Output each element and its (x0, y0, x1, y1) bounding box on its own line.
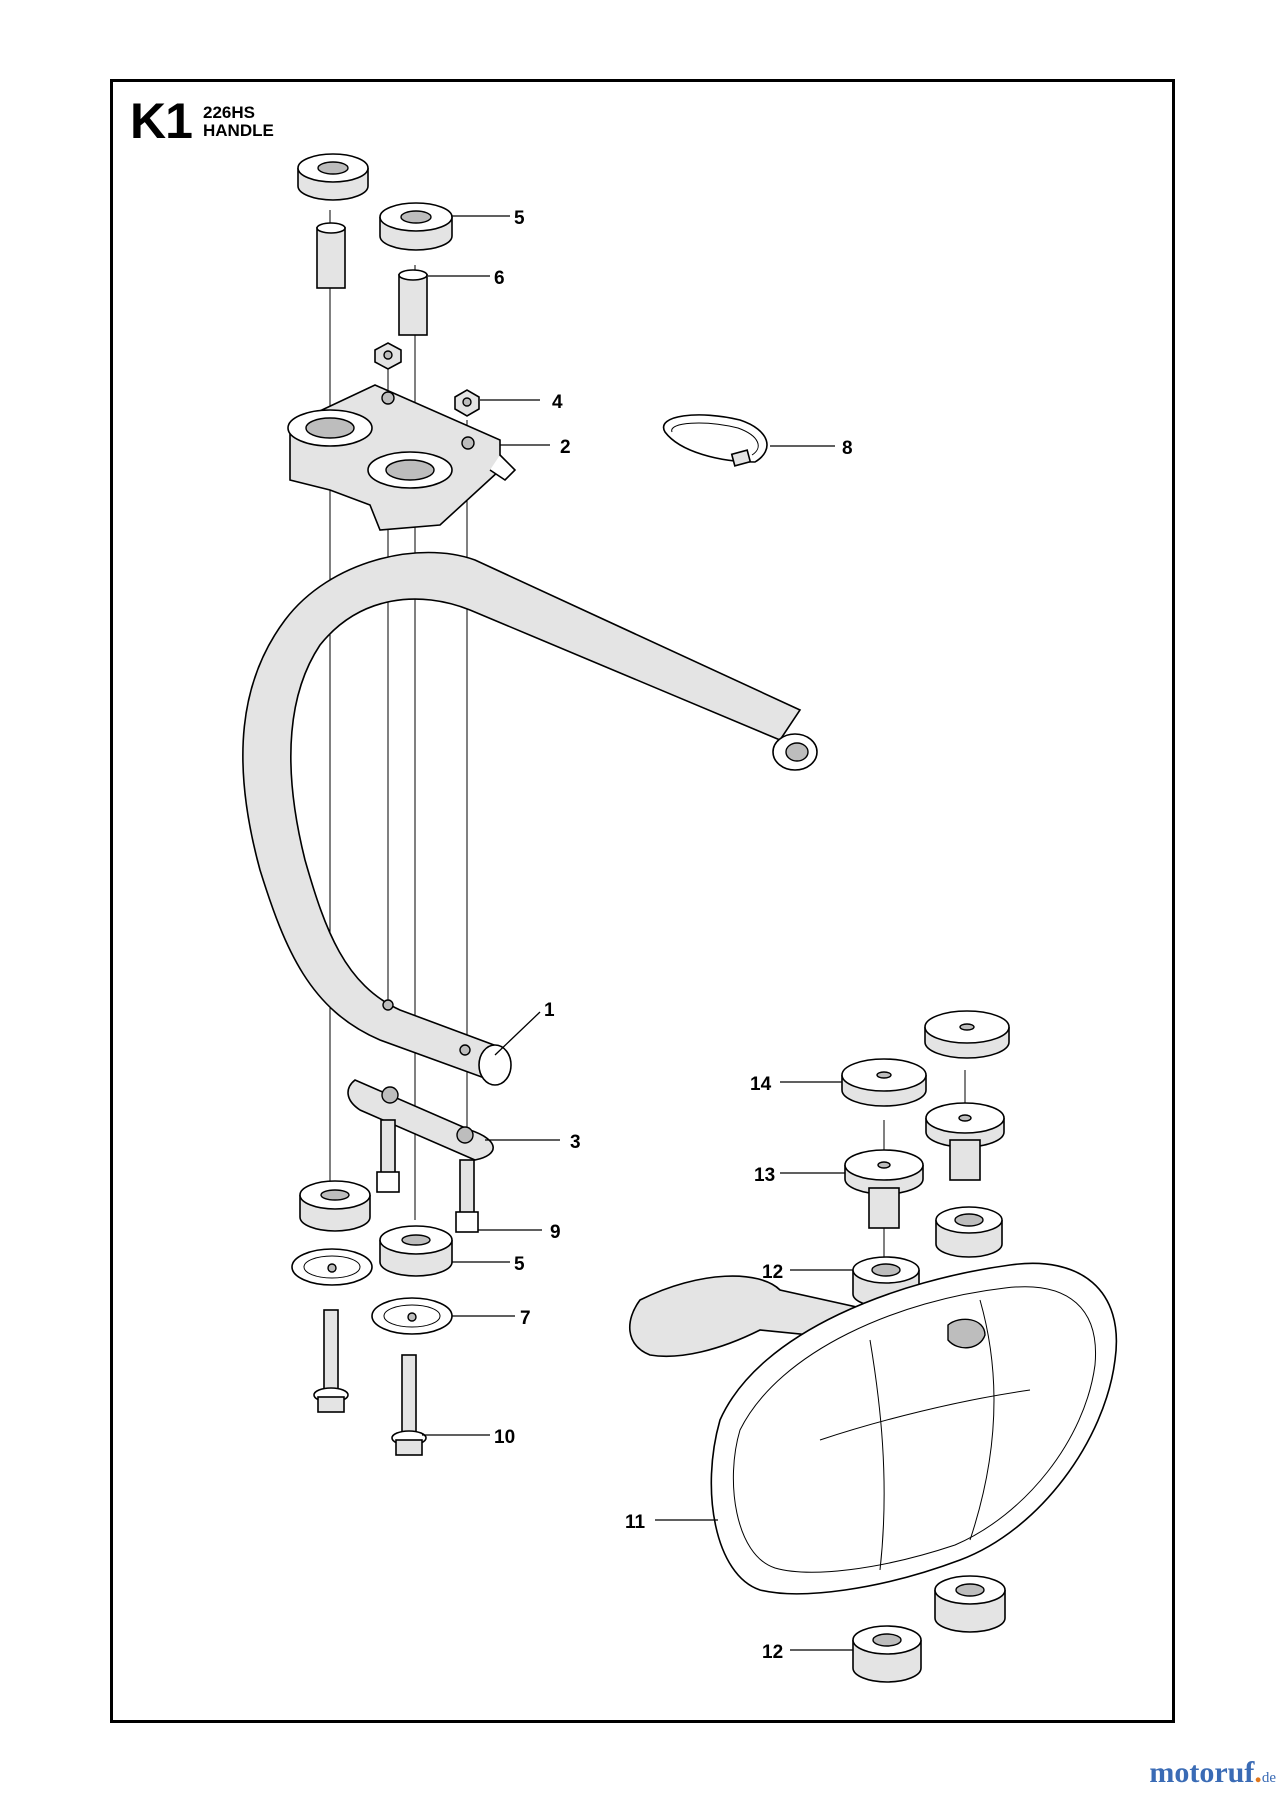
watermark-main: motoruf (1149, 1756, 1255, 1789)
callout-13: 13 (754, 1165, 775, 1186)
callout-7: 7 (520, 1308, 531, 1329)
callout-5-top: 5 (514, 208, 525, 229)
pin-13-right (925, 1102, 1005, 1181)
model-title: 226HS HANDLE (203, 104, 274, 140)
screw-a (376, 1119, 400, 1193)
callout-3: 3 (570, 1132, 581, 1153)
callout-6: 6 (494, 268, 505, 289)
damper-12-lower-right (934, 1575, 1006, 1633)
bolt-left (313, 1309, 349, 1413)
callout-11: 11 (625, 1512, 646, 1533)
diagram-frame (110, 79, 1175, 1723)
model-number: 226HS (203, 103, 255, 122)
loop-handle (242, 551, 818, 1086)
assembly-title: HANDLE (203, 120, 274, 140)
grommet-5-top (379, 202, 453, 251)
leader-lines (422, 215, 853, 1651)
callout-10: 10 (494, 1427, 515, 1448)
damper-12-lower-left (852, 1625, 922, 1683)
damper-12-upper-right (935, 1206, 1003, 1258)
callout-14: 14 (750, 1074, 772, 1095)
spacer-left (316, 222, 346, 289)
cap-14-right (924, 1010, 1010, 1059)
callout-2: 2 (560, 437, 571, 458)
watermark-tld: de (1261, 1770, 1276, 1786)
screw-9 (455, 1159, 479, 1233)
hand-guard (628, 1262, 1118, 1595)
washer-left (291, 1248, 373, 1286)
callout-labels: 5 6 4 2 8 1 3 9 5 7 10 14 13 12 11 12 (494, 208, 853, 1663)
assembly-axis-lines (329, 210, 966, 1265)
cap-14-left (841, 1058, 927, 1107)
page-code: K1 (130, 93, 193, 149)
handle-bracket (287, 384, 517, 531)
callout-5-bottom: 5 (514, 1254, 525, 1275)
pin-13-left (844, 1149, 924, 1229)
nut-a (374, 342, 402, 370)
cable-tie (662, 414, 768, 467)
grommet-bottom-left (299, 1180, 371, 1232)
watermark-logo: motoruf.de (1149, 1756, 1276, 1789)
callout-12-lower: 12 (762, 1642, 783, 1663)
nut-4 (454, 389, 480, 417)
bolt-10 (391, 1354, 427, 1456)
callout-12-upper: 12 (762, 1262, 783, 1283)
clamp-plate (347, 1079, 494, 1161)
grommet-top-left (297, 153, 369, 201)
callout-1: 1 (544, 1000, 555, 1021)
callout-8: 8 (842, 438, 853, 459)
callout-4: 4 (552, 392, 563, 413)
spacer-6 (398, 269, 428, 336)
callout-9: 9 (550, 1222, 561, 1243)
washer-7 (371, 1297, 453, 1335)
grommet-5-bottom (379, 1225, 453, 1277)
